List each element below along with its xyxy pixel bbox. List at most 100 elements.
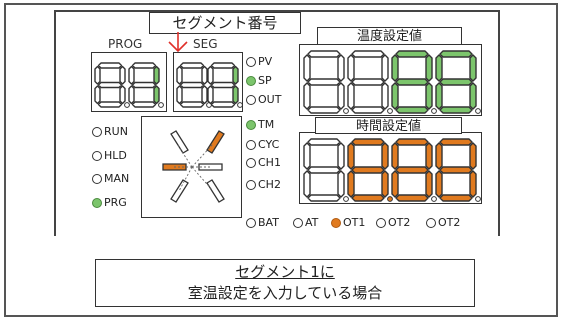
lamp-icon xyxy=(246,139,256,150)
segment xyxy=(395,166,429,174)
segment xyxy=(307,166,341,174)
segment xyxy=(307,138,341,146)
indicator-cyc: CYC xyxy=(246,138,279,151)
prog-label: PROG xyxy=(108,37,143,51)
segment xyxy=(439,194,473,202)
segment xyxy=(469,54,477,82)
indicator-ot2-b: OT2 xyxy=(426,216,460,229)
segment xyxy=(425,170,433,198)
segment-number-label: セグメント番号 xyxy=(149,12,301,34)
segment xyxy=(153,65,160,85)
indicator-prg: PRG xyxy=(92,196,127,209)
decimal-point xyxy=(475,196,481,202)
lamp-icon xyxy=(246,75,256,86)
decimal-point xyxy=(343,108,349,114)
segment xyxy=(435,82,443,110)
segment xyxy=(303,54,311,82)
time-title: 時間設定値 xyxy=(315,117,462,134)
decimal-point xyxy=(158,102,164,108)
segment xyxy=(351,194,385,202)
segment xyxy=(469,142,477,170)
decimal-point xyxy=(387,108,393,114)
segment xyxy=(395,50,429,58)
decimal-point xyxy=(431,108,437,114)
segment xyxy=(307,78,341,86)
lamp-icon xyxy=(246,217,256,228)
segment xyxy=(176,65,183,85)
segment xyxy=(153,85,160,105)
indicator-at: AT xyxy=(293,216,318,229)
temperature-title: 温度設定値 xyxy=(317,27,462,45)
segment xyxy=(207,85,214,105)
segment xyxy=(435,142,443,170)
segment xyxy=(210,101,236,108)
decimal-point xyxy=(387,196,393,202)
segment xyxy=(131,81,157,89)
segment xyxy=(469,170,477,198)
lamp-icon xyxy=(92,150,102,161)
segment xyxy=(395,194,429,202)
indicator-ot2-a: OT2 xyxy=(376,216,410,229)
caption-line-1: セグメント1に xyxy=(235,263,335,281)
segment xyxy=(232,65,239,85)
segment xyxy=(232,85,239,105)
segment xyxy=(179,81,205,89)
time-digit-3 xyxy=(391,138,437,202)
segment xyxy=(347,170,355,198)
segment xyxy=(307,106,341,114)
segment xyxy=(119,85,126,105)
decimal-point xyxy=(475,108,481,114)
segment xyxy=(351,78,385,86)
segment xyxy=(351,138,385,146)
indicator-ch2: CH2 xyxy=(246,178,281,191)
lamp-icon xyxy=(376,217,386,228)
prog-digit-1 xyxy=(94,62,130,108)
segment xyxy=(347,82,355,110)
segment xyxy=(425,82,433,110)
segment xyxy=(179,101,205,108)
segment xyxy=(337,82,345,110)
segment xyxy=(179,62,205,69)
segment xyxy=(425,142,433,170)
lamp-icon xyxy=(293,217,303,228)
time-digit-1 xyxy=(303,138,349,202)
segment xyxy=(395,78,429,86)
segment xyxy=(381,54,389,82)
temp-digit-3 xyxy=(391,50,437,114)
segment xyxy=(307,50,341,58)
segment xyxy=(210,62,236,69)
segment xyxy=(381,170,389,198)
temp-digit-4 xyxy=(435,50,481,114)
seg-label: SEG xyxy=(193,37,218,51)
segment xyxy=(347,54,355,82)
prog-digit-2 xyxy=(128,62,164,108)
segment xyxy=(439,78,473,86)
segment xyxy=(391,82,399,110)
segment xyxy=(176,85,183,105)
decimal-point xyxy=(431,196,437,202)
indicator-pv: PV xyxy=(246,55,272,68)
controller-panel xyxy=(54,10,500,236)
segment xyxy=(395,106,429,114)
segment xyxy=(435,54,443,82)
segment xyxy=(391,142,399,170)
segment xyxy=(201,85,208,105)
segment xyxy=(439,50,473,58)
segment xyxy=(351,50,385,58)
indicator-run: RUN xyxy=(92,125,128,138)
lamp-icon xyxy=(92,126,102,137)
segment xyxy=(119,65,126,85)
time-digit-4 xyxy=(435,138,481,202)
segment xyxy=(131,62,157,69)
segment xyxy=(303,142,311,170)
lamp-icon xyxy=(246,94,256,105)
indicator-man: MAN xyxy=(92,172,129,185)
segment xyxy=(395,138,429,146)
indicator-ot1: OT1 xyxy=(331,216,365,229)
indicator-out: OUT xyxy=(246,93,281,106)
decimal-point xyxy=(237,102,243,108)
lamp-icon xyxy=(92,173,102,184)
segment xyxy=(131,101,157,108)
segment xyxy=(469,82,477,110)
lamp-icon xyxy=(331,217,341,228)
